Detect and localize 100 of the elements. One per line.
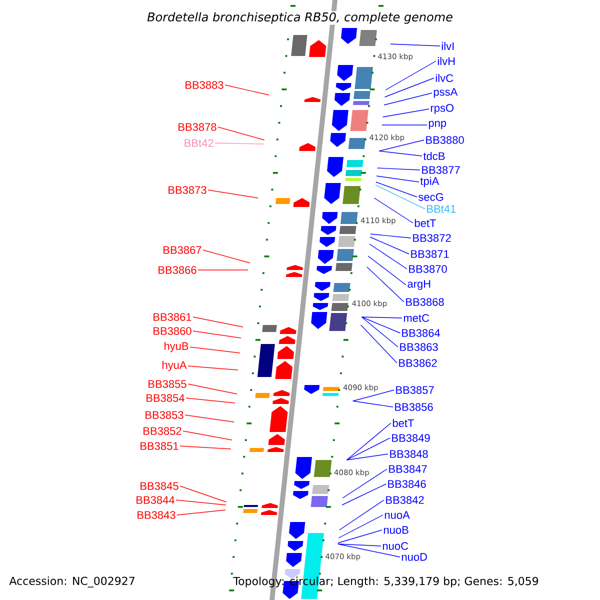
gene-label: BB3857 bbox=[396, 386, 434, 394]
leader-line bbox=[188, 384, 238, 394]
gene-label: BB3853 bbox=[146, 411, 184, 419]
leader-line bbox=[377, 168, 420, 170]
leader-line bbox=[374, 198, 414, 224]
gene-label: BB3844 bbox=[136, 496, 174, 504]
leader-line bbox=[384, 92, 432, 106]
gene-label: BB3855 bbox=[148, 380, 186, 388]
leader-line bbox=[360, 324, 398, 364]
gene-label: hyuA bbox=[162, 360, 187, 372]
gene-label: BB3863 bbox=[400, 343, 438, 351]
leader-line bbox=[376, 176, 420, 182]
leader-line bbox=[182, 430, 232, 440]
leader-line bbox=[390, 44, 440, 46]
gene-label: nuoC bbox=[382, 542, 408, 550]
gene-label: BB3847 bbox=[389, 465, 427, 473]
leader-line bbox=[339, 500, 384, 530]
gene-label: BB3866 bbox=[158, 266, 196, 274]
gene-label: BB3852 bbox=[144, 427, 182, 435]
gene-label: BB3873 bbox=[168, 186, 206, 194]
leader-line bbox=[378, 140, 424, 152]
gene-label: metC bbox=[404, 314, 430, 322]
gene-label: BB3880 bbox=[426, 136, 464, 144]
leader-line bbox=[192, 330, 242, 338]
leader-line bbox=[218, 126, 265, 140]
gene-label: BB3851 bbox=[140, 442, 178, 450]
leader-line bbox=[346, 438, 390, 460]
leader-line bbox=[369, 244, 408, 270]
gene-label: hyuB bbox=[164, 342, 188, 352]
gene-label: BB3883 bbox=[186, 81, 224, 89]
gene-label: BB3846 bbox=[388, 480, 426, 488]
gene-label: argH bbox=[408, 280, 430, 290]
leader-line bbox=[352, 390, 394, 402]
gene-label: pssA bbox=[434, 88, 458, 98]
leader-line bbox=[214, 142, 264, 144]
gene-label: betT bbox=[414, 218, 436, 228]
leader-line bbox=[190, 346, 240, 354]
gene-label: BB3862 bbox=[399, 359, 437, 367]
gene-label: BB3845 bbox=[140, 482, 178, 490]
leader-line bbox=[224, 84, 270, 96]
leader-line bbox=[338, 530, 382, 544]
leader-line bbox=[186, 398, 236, 404]
leader-line bbox=[368, 256, 406, 286]
leader-line bbox=[346, 454, 388, 460]
leader-line bbox=[384, 78, 434, 98]
gene-label: ilvC bbox=[436, 74, 454, 82]
leader-line bbox=[346, 422, 392, 460]
title: Bordetella bronchiseptica RB50, complete genome bbox=[146, 11, 454, 25]
gene-label: pnp bbox=[428, 120, 446, 130]
leader-line bbox=[180, 486, 227, 502]
leader-line bbox=[192, 316, 244, 328]
gene-label: nuoA bbox=[384, 511, 410, 519]
leader-line bbox=[366, 266, 404, 302]
gene-label: rpsO bbox=[430, 104, 454, 114]
gene-label: nuoD bbox=[402, 553, 427, 561]
leader-line bbox=[338, 544, 382, 546]
leader-line bbox=[385, 60, 436, 90]
gene-label: BB3871 bbox=[411, 250, 449, 258]
leader-line bbox=[376, 182, 418, 198]
gene-label: BBt42 bbox=[184, 139, 214, 147]
leader-line bbox=[361, 316, 400, 334]
leader-line bbox=[361, 316, 398, 348]
gene-label: BBt41 bbox=[427, 205, 456, 213]
leader-line bbox=[352, 400, 394, 408]
leader-line bbox=[184, 414, 234, 422]
gene-label: BB3864 bbox=[402, 329, 440, 337]
gene-label: tpiA bbox=[420, 176, 440, 188]
leader-line bbox=[176, 500, 226, 506]
gene-label: BB3848 bbox=[390, 450, 428, 458]
leader-line bbox=[338, 514, 384, 538]
leader-line bbox=[370, 234, 412, 238]
gene-label: BB3872 bbox=[413, 234, 451, 242]
gene-label: BB3877 bbox=[422, 166, 460, 174]
gene-label: BB3868 bbox=[406, 298, 444, 306]
gene-label: nuoB bbox=[384, 526, 408, 534]
leader-line bbox=[361, 316, 402, 318]
gene-label: BB3867 bbox=[164, 246, 202, 254]
gene-label: tdcB bbox=[423, 152, 445, 160]
gene-label: secG bbox=[418, 193, 444, 201]
leader-line bbox=[338, 544, 400, 558]
gene-label: BB3849 bbox=[392, 434, 430, 442]
leader-line bbox=[382, 124, 428, 126]
leader-line bbox=[208, 190, 258, 198]
gene-label: BB3878 bbox=[178, 123, 216, 131]
gene-label: BB3843 bbox=[138, 511, 176, 519]
gene-label: BB3842 bbox=[386, 496, 424, 504]
accession-text: Accession: NC_002927 bbox=[9, 576, 134, 588]
gene-label: BB3860 bbox=[154, 327, 192, 335]
leader-line bbox=[202, 250, 250, 264]
leader-line bbox=[342, 468, 388, 498]
leader-line bbox=[375, 184, 426, 210]
leader-line bbox=[342, 484, 386, 506]
gene-label: betT bbox=[392, 418, 414, 428]
gene-label: BB3861 bbox=[154, 313, 192, 321]
gene-label: ilvH bbox=[438, 57, 455, 65]
leader-line bbox=[370, 236, 410, 254]
gene-label: BB3856 bbox=[395, 403, 433, 411]
gene-label: BB3870 bbox=[409, 265, 447, 273]
gene-label: ilvI bbox=[442, 42, 454, 50]
leader-line bbox=[180, 446, 232, 450]
